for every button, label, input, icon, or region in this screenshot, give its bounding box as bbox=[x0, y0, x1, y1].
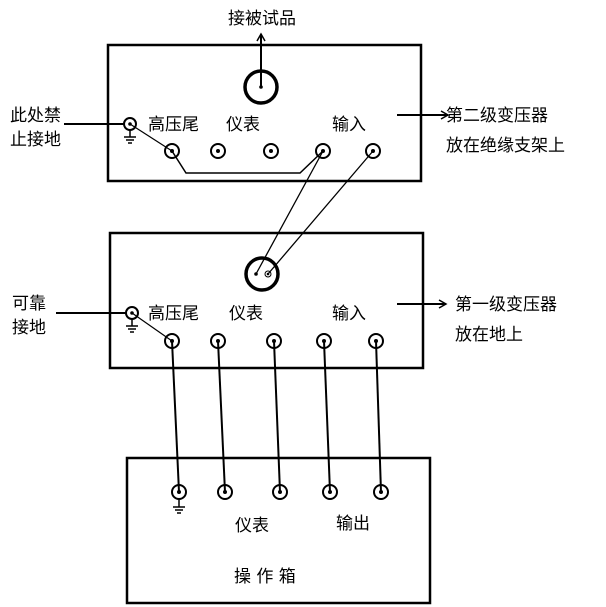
stage2-terminal-meter-2 bbox=[263, 143, 279, 159]
stage2-no-ground-note-line1: 此处禁 bbox=[10, 106, 61, 126]
stage2-no-ground-note-line2: 止接地 bbox=[10, 130, 61, 150]
console-wire-output-1 bbox=[323, 340, 331, 493]
stage1-box bbox=[108, 231, 425, 370]
console-terminal-meter-1 bbox=[217, 484, 233, 500]
stage2-hv-bushing-center bbox=[259, 85, 263, 89]
console-terminal-output-1 bbox=[322, 484, 338, 500]
console-meter-label: 仪表 bbox=[235, 516, 269, 536]
stage1-meter-label: 仪表 bbox=[229, 304, 263, 324]
console-terminal-output-2 bbox=[373, 484, 389, 500]
stage1-ground-terminal bbox=[125, 306, 139, 333]
stage1-ground-note-line2: 接地 bbox=[12, 318, 46, 338]
stage1-hv-tail-label: 高压尾 bbox=[148, 304, 199, 324]
stage2-hvtail-to-input-wire bbox=[171, 150, 324, 174]
input-wire-1 bbox=[255, 150, 324, 275]
stage2-transformer: 高压尾 仪表 输入 bbox=[106, 43, 423, 183]
operation-console: 仪表 输出 操 作 箱 bbox=[125, 456, 432, 605]
stage2-input-label: 输入 bbox=[332, 115, 366, 135]
console-wire-output-2 bbox=[375, 340, 382, 493]
stage2-hv-bushing bbox=[243, 69, 279, 105]
console-wire-ground bbox=[171, 340, 180, 493]
console-title: 操 作 箱 bbox=[234, 567, 296, 587]
stage2-box bbox=[106, 43, 423, 183]
console-wire-meter-1 bbox=[217, 340, 226, 493]
console-output-label: 输出 bbox=[336, 514, 370, 534]
console-terminal-ground bbox=[171, 484, 187, 514]
stage1-ground-to-hvtail-wire bbox=[131, 312, 173, 342]
stage2-hv-tail-label: 高压尾 bbox=[148, 115, 199, 135]
stage2-ground-terminal bbox=[123, 117, 137, 144]
stage1-transformer: 高压尾 仪表 输入 bbox=[108, 231, 425, 370]
input-wire-2 bbox=[267, 150, 374, 275]
stage1-name: 第一级变压器 bbox=[455, 295, 557, 315]
stage1-ground-note-line1: 可靠 bbox=[12, 294, 46, 314]
console-terminal-meter-2 bbox=[272, 484, 288, 500]
stage1-input-label: 输入 bbox=[332, 304, 366, 324]
stage2-terminal-meter-1 bbox=[210, 143, 226, 159]
stage1-placement-note: 放在地上 bbox=[455, 325, 523, 345]
stage2-placement-note: 放在绝缘支架上 bbox=[446, 136, 565, 156]
stage2-meter-label: 仪表 bbox=[226, 115, 260, 135]
stage2-name: 第二级变压器 bbox=[446, 106, 548, 126]
stage1-hv-bushing bbox=[244, 256, 280, 292]
stage2-ground-to-hvtail-wire bbox=[129, 123, 173, 152]
console-wire-meter-2 bbox=[273, 340, 281, 493]
test-object-label: 接被试品 bbox=[228, 9, 296, 29]
console-box bbox=[125, 456, 432, 605]
